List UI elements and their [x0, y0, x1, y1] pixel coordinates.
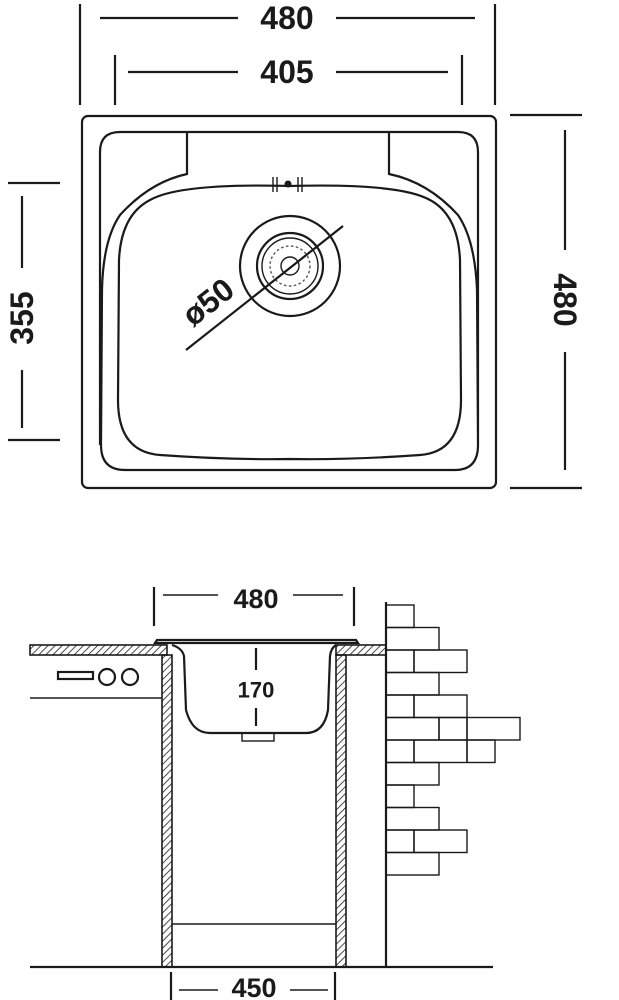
brick	[385, 784, 415, 809]
countertop-right	[335, 644, 387, 656]
brick	[385, 716, 440, 741]
overflow-icon	[272, 177, 303, 192]
sink-width-label: 480	[233, 584, 278, 614]
bowl-width-label: 405	[260, 54, 313, 90]
brick	[385, 604, 415, 629]
brick	[385, 626, 440, 651]
drain-outlet	[241, 732, 275, 742]
dimension-overall-length: 480	[510, 113, 583, 490]
dimension-overall-width: 480	[78, 0, 497, 105]
brick	[385, 806, 440, 831]
top-view: 480 405 355 480	[4, 0, 583, 490]
cabinet-width-label: 450	[231, 973, 276, 1000]
sink-flange	[152, 638, 361, 645]
overall-width-label: 480	[260, 0, 313, 36]
brick	[385, 694, 415, 719]
overall-length-label: 480	[547, 273, 583, 326]
drain-diameter-label: ø50	[175, 271, 241, 333]
knob-icon	[120, 667, 140, 687]
brick	[413, 739, 468, 764]
brick	[385, 829, 415, 854]
brick	[413, 694, 468, 719]
dimension-sink-width: 480	[152, 584, 356, 626]
diameter-leader-line	[185, 225, 344, 351]
brick-wall	[385, 604, 521, 876]
brick	[385, 671, 440, 696]
brick	[466, 739, 496, 764]
cabinet-wall-left	[161, 654, 173, 968]
dimension-cabinet-width: 450	[169, 972, 337, 1000]
dimension-bowl-width: 405	[113, 54, 464, 105]
dimension-bowl-length: 355	[4, 181, 60, 442]
brick	[413, 649, 468, 674]
countertop-left	[29, 644, 168, 656]
sink-outer-rim	[80, 114, 498, 490]
bowl-length-label: 355	[4, 291, 40, 344]
knob-icon	[97, 667, 117, 687]
cabinet-wall-right	[335, 654, 347, 968]
bowl-depth-label: 170	[238, 678, 275, 703]
brick	[385, 761, 440, 786]
sink-tray-outline	[98, 130, 480, 472]
brick	[438, 716, 468, 741]
bowl-outline	[116, 184, 463, 461]
drain-strainer-icon	[238, 214, 342, 318]
dishwasher-panel	[30, 667, 162, 699]
section-view: 480 170 450	[29, 584, 521, 1000]
brick	[385, 851, 440, 876]
brick	[385, 739, 415, 764]
brick	[466, 716, 521, 741]
brick	[413, 829, 468, 854]
brick	[385, 649, 415, 674]
